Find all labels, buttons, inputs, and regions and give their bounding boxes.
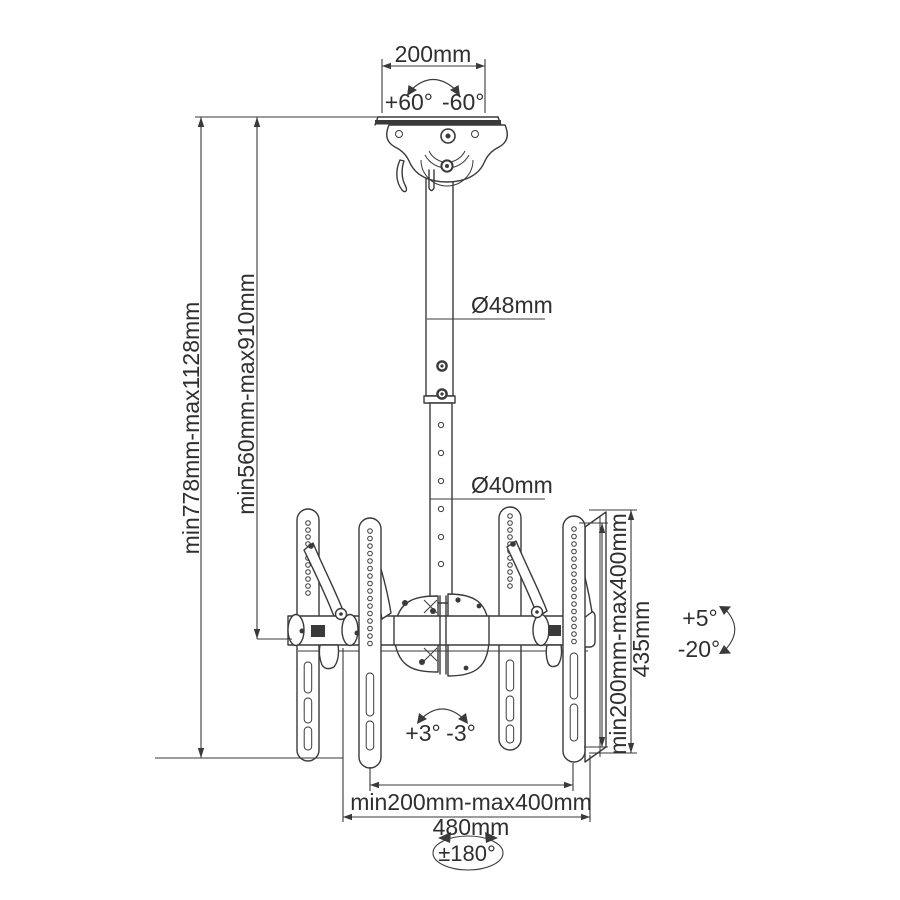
label-ceiling-plate-width: 200mm: [395, 41, 472, 67]
bracket-hole-right: [471, 130, 479, 138]
hub-edges-over-bar: [393, 595, 490, 675]
clamp-spring-bottom: [423, 647, 438, 662]
ceiling-plate: [375, 120, 501, 125]
pole-lock-pin: [440, 392, 444, 396]
pole-lock-pin: [440, 364, 444, 368]
vesa-slot: [303, 661, 313, 694]
label-swivel-bottom-minus: -3°: [446, 720, 476, 746]
label-height-range-inner: min560mm-max910mm: [233, 273, 259, 515]
crossbar-clamp-block-left: [311, 625, 325, 637]
label-vesa-height-range: min200mm-max400mm: [605, 513, 631, 755]
vesa-slot: [365, 720, 375, 751]
label-tilt-up: +5°: [682, 605, 717, 631]
tilt-arrow: [722, 607, 736, 653]
label-crossbar-width: 480mm: [433, 814, 510, 840]
mount-pole: [423, 169, 456, 604]
swivel-bottom-arrow: [419, 708, 466, 721]
label-bracket-height: 435mm: [628, 601, 654, 678]
vesa-slot: [365, 672, 375, 717]
crossbar-spacer-right: [532, 613, 550, 647]
bracket-inner-rim: [420, 159, 474, 187]
crossbar-spacer-left: [341, 613, 359, 647]
hook-tab-right: [545, 644, 563, 668]
vesa-holes: [367, 528, 373, 647]
label-vesa-width-range: min200mm-max400mm: [350, 789, 592, 815]
label-pole-lower-diameter: Ø40mm: [471, 472, 553, 498]
hub-details: [402, 597, 482, 671]
clamp-spring-top: [423, 599, 438, 614]
swivel-bracket-body: [386, 124, 508, 183]
label-tilt-down: -20°: [678, 636, 720, 662]
pole-weld-strip: [428, 169, 435, 192]
label-swivel-bottom-plus: +3°: [405, 720, 440, 746]
bracket-hook-tab: [396, 159, 408, 193]
bracket-hole-left: [395, 130, 403, 138]
bolt: [354, 630, 360, 636]
bolt: [299, 628, 305, 634]
swivel-top-arrow: [409, 78, 458, 92]
vesa-slot: [569, 703, 579, 742]
vesa-slot: [303, 697, 313, 724]
rotation-arrow-ellipse: [432, 835, 504, 871]
crossbar-clamp-block-right: [548, 625, 561, 636]
vesa-holes: [571, 526, 577, 645]
vesa-arm-front-right: [562, 515, 586, 763]
vesa-slot: [505, 724, 515, 744]
vesa-slot: [569, 652, 579, 700]
dimension-lines: [155, 59, 736, 871]
vesa-slot: [505, 695, 515, 722]
pole-lower-tube: [429, 402, 453, 604]
label-rotation-range: ±180°: [438, 841, 496, 866]
hook-tab-left: [318, 644, 340, 670]
label-swivel-top-minus: -60°: [442, 89, 484, 115]
pole-adjust-holes: [437, 421, 445, 568]
vesa-slot: [505, 659, 515, 692]
strap-bolt: [510, 541, 516, 547]
bracket-slot-bolt-pin: [445, 164, 449, 168]
pole-upper-tube: [425, 169, 454, 397]
strap-bolt: [308, 543, 314, 549]
vesa-slot: [303, 726, 313, 751]
label-swivel-top-plus: +60°: [385, 89, 433, 115]
label-pole-upper-diameter: Ø48mm: [471, 292, 553, 318]
label-height-range-outer: min778mm-max1128mm: [178, 302, 204, 555]
vesa-arm-front-left: [358, 517, 382, 769]
bracket-pivot-pin: [445, 133, 451, 139]
ceiling-bracket: [374, 116, 508, 193]
